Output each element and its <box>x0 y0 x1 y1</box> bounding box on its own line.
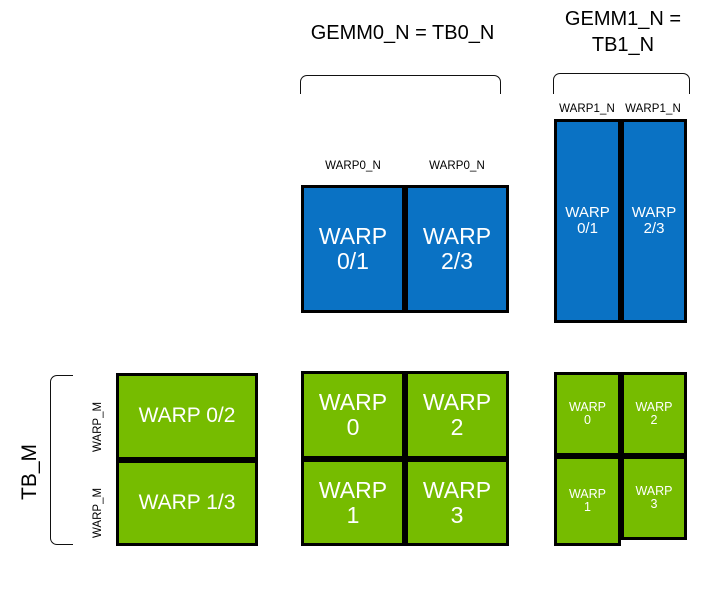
green-right-cell-1[interactable]: WARP 2 <box>621 372 687 456</box>
tick-warp-m-bottom: WARP_M <box>92 487 104 538</box>
bracket-gemm0-n <box>300 75 501 94</box>
tick-warp0-n-a: WARP0_N <box>325 160 381 172</box>
green-left-cell-1[interactable]: WARP 1/3 <box>116 460 258 546</box>
blue-right-cell-1[interactable]: WARP 2/3 <box>621 119 687 323</box>
green-middle-block: WARP 0 WARP 2 WARP 1 WARP 3 <box>301 371 509 546</box>
blue-middle-block: WARP 0/1 WARP 2/3 <box>301 185 509 313</box>
green-middle-cell-2[interactable]: WARP 1 <box>301 459 405 546</box>
blue-right-block: WARP 0/1 WARP 2/3 <box>554 119 687 323</box>
tick-warp1-n-a: WARP1_N <box>559 103 615 115</box>
green-left-cell-0[interactable]: WARP 0/2 <box>116 373 258 460</box>
title-gemm1: GEMM1_N = TB1_N <box>564 8 682 56</box>
label-tb-m: TB_M <box>18 443 41 500</box>
tick-warp-m-top: WARP_M <box>92 401 104 452</box>
bracket-gemm1-n <box>553 73 690 94</box>
bracket-tb-m <box>50 375 73 545</box>
tick-warp0-n-b: WARP0_N <box>429 160 485 172</box>
green-right-cell-3[interactable]: WARP 3 <box>621 456 687 540</box>
green-middle-cell-1[interactable]: WARP 2 <box>405 371 509 459</box>
green-middle-cell-0[interactable]: WARP 0 <box>301 371 405 459</box>
tick-warp1-n-b: WARP1_N <box>625 103 681 115</box>
green-right-cell-2[interactable]: WARP 1 <box>554 456 621 546</box>
title-gemm0: GEMM0_N = TB0_N <box>310 22 495 44</box>
green-left-block: WARP 0/2 WARP 1/3 <box>116 373 258 546</box>
green-middle-cell-3[interactable]: WARP 3 <box>405 459 509 546</box>
blue-middle-cell-1[interactable]: WARP 2/3 <box>405 185 509 313</box>
green-right-cell-0[interactable]: WARP 0 <box>554 372 621 456</box>
blue-right-cell-0[interactable]: WARP 0/1 <box>554 119 621 323</box>
blue-middle-cell-0[interactable]: WARP 0/1 <box>301 185 405 313</box>
green-right-block: WARP 0 WARP 2 WARP 1 WARP 3 <box>554 372 687 546</box>
